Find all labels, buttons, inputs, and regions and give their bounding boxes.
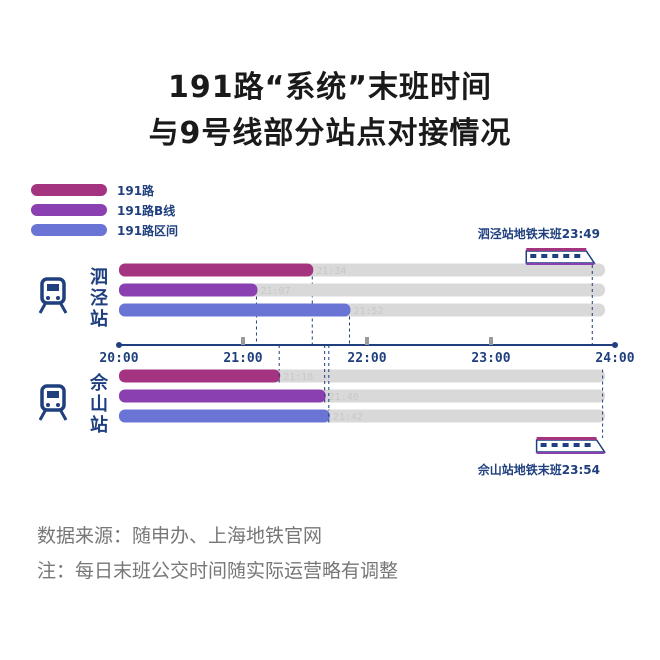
train-leg: [59, 303, 68, 314]
train-window: [530, 254, 537, 258]
bus-last-time-bar: [119, 389, 326, 403]
station-name-char: 佘: [89, 372, 109, 394]
train-window: [540, 443, 547, 447]
legend-swatch: [31, 204, 107, 216]
train-window: [574, 254, 581, 258]
train-leg: [59, 410, 68, 421]
bus-last-time-bar: [119, 369, 281, 383]
train-base-stripe: [536, 452, 605, 454]
bus-last-time-bar: [119, 303, 351, 317]
metro-last-train-label: 佘山站地铁末班23:54: [477, 462, 600, 477]
bar-value-label: 21:34: [316, 266, 346, 277]
bus-last-time-bar: [119, 283, 258, 297]
metro-station-icon: [38, 277, 68, 314]
time-axis-tick-label: 24:00: [595, 351, 634, 366]
train-window: [47, 284, 59, 291]
train-window: [563, 254, 570, 258]
train-window: [584, 443, 591, 447]
train-roof-stripe: [526, 248, 587, 251]
station-name-char: 泗: [90, 266, 108, 288]
metro-train-icon: [525, 248, 596, 265]
time-axis-tick-label: 23:00: [471, 351, 510, 366]
metro-last-train-label: 泗泾站地铁末班23:49: [478, 226, 600, 241]
legend-label: 191路: [117, 183, 155, 198]
train-light: [56, 296, 60, 300]
time-axis-tick: [241, 337, 245, 345]
train-window: [551, 443, 558, 447]
bar-value-label: 21:18: [283, 372, 313, 383]
station-name-char: 泾: [90, 287, 108, 309]
legend-label: 191路区间: [117, 223, 178, 238]
station-name-char: 站: [90, 308, 108, 330]
source-note: 数据来源：随申办、上海地铁官网: [37, 525, 323, 547]
station-name-char: 站: [90, 414, 108, 436]
bar-value-label: 21:42: [333, 412, 363, 423]
adjustment-note: 注：每日末班公交时间随实际运营略有调整: [37, 560, 399, 582]
time-axis-tick-label: 21:00: [223, 351, 262, 366]
train-light: [46, 296, 50, 300]
train-base-stripe: [526, 263, 595, 265]
train-window: [541, 254, 548, 258]
train-car: [535, 439, 607, 453]
train-window: [47, 391, 59, 398]
train-window: [562, 443, 569, 447]
legend-label: 191路B线: [117, 203, 175, 218]
train-body: [40, 277, 66, 305]
train-window: [552, 254, 559, 258]
legend-swatch: [31, 184, 107, 196]
station-name-char: 山: [90, 394, 108, 415]
time-axis-tick-label: 20:00: [99, 351, 138, 366]
train-roof-stripe: [536, 437, 597, 440]
metro-station-icon: [38, 384, 68, 421]
bar-value-label: 21:52: [353, 306, 383, 317]
bus-last-time-bar: [119, 409, 330, 423]
bus-last-time-bar: [119, 263, 314, 277]
bar-value-label: 21:40: [329, 392, 359, 403]
train-light: [46, 403, 50, 407]
bar-value-label: 21:07: [260, 286, 290, 297]
legend-swatch: [31, 224, 107, 236]
train-car: [525, 250, 596, 264]
time-axis-end-dot: [612, 342, 618, 348]
metro-train-icon: [535, 437, 607, 454]
time-axis-tick-label: 22:00: [347, 351, 386, 366]
train-body: [40, 384, 66, 412]
train-window: [573, 443, 580, 447]
train-light: [56, 403, 60, 407]
train-leg: [38, 303, 47, 314]
chart-title-line-1: 191路“系统”末班时间: [167, 70, 493, 105]
time-axis-start-dot: [116, 342, 122, 348]
chart-title-line-2: 与9号线部分站点对接情况: [148, 116, 512, 151]
time-axis-tick: [365, 337, 369, 345]
time-axis-tick: [489, 337, 493, 345]
train-leg: [38, 410, 47, 421]
